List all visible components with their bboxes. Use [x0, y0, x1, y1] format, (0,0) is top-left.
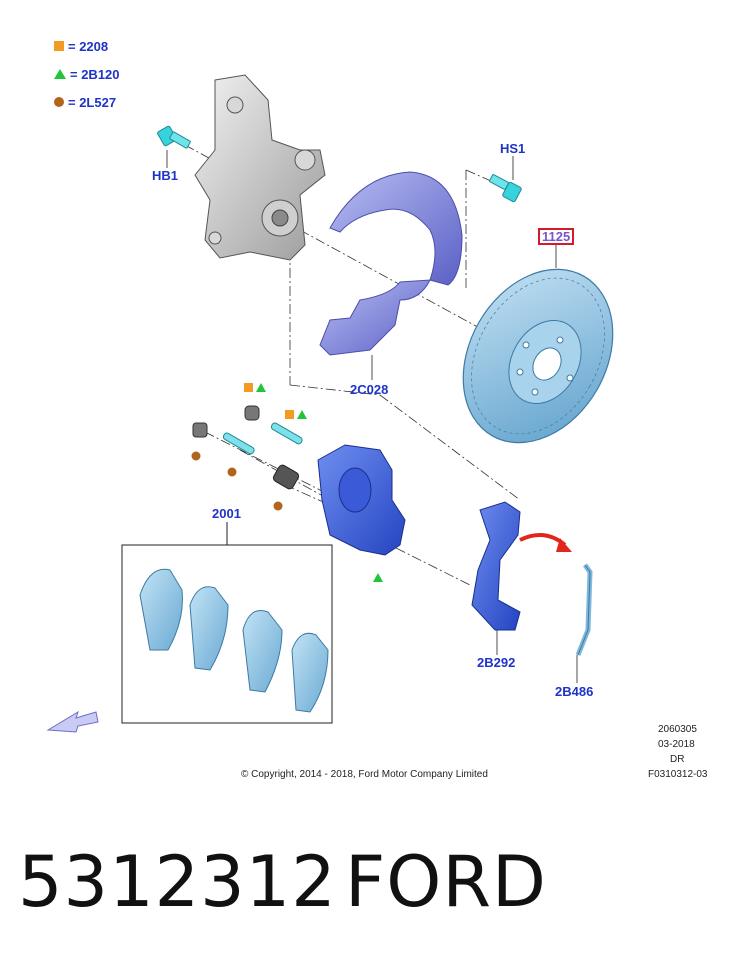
legend-item-2208: = 2208	[54, 38, 109, 54]
shield-bolt-hs1	[489, 174, 522, 203]
legend-text: = 2208	[68, 38, 109, 54]
diagram-date: 03-2018	[658, 739, 695, 750]
brown-circle-icon	[54, 97, 64, 107]
hub-bolt-hb1	[157, 125, 191, 149]
callout-hs1: HS1	[500, 141, 526, 156]
callout-leaders	[166, 150, 578, 683]
part-tag-symbols	[191, 383, 383, 582]
callout-hb1: HB1	[152, 168, 179, 183]
diagram-code-1: 2060305	[658, 724, 697, 735]
install-direction-arrow	[519, 533, 572, 552]
legend-text: = 2B120	[70, 66, 120, 82]
brand-name: FORD	[345, 841, 547, 923]
callout-2b292: 2B292	[477, 655, 516, 670]
part-number: 5312312	[18, 841, 337, 923]
legend-text: = 2L527	[68, 94, 117, 110]
caliper-bracket	[471, 501, 521, 631]
green-triangle-icon	[54, 69, 66, 79]
figure-number: F0310312-03	[648, 769, 708, 780]
callout-2c028: 2C028	[350, 382, 389, 397]
guide-pin-kit	[192, 405, 303, 490]
anti-rattle-clip	[575, 563, 593, 656]
splash-shield	[319, 171, 463, 356]
brake-pads	[139, 568, 329, 713]
orange-square-icon	[54, 41, 64, 51]
steering-knuckle	[194, 74, 326, 261]
copyright-text: © Copyright, 2014 - 2018, Ford Motor Com…	[241, 769, 488, 780]
brake-caliper	[317, 444, 406, 556]
callout-2001: 2001	[212, 506, 241, 521]
brake-rotor	[462, 268, 614, 444]
legend-item-2l527: = 2L527	[54, 94, 117, 110]
view-direction-arrow	[46, 710, 99, 733]
legend-item-2b120: = 2B120	[54, 66, 120, 82]
diagram-code-2: DR	[670, 754, 685, 765]
callout-1125: 1125	[538, 228, 575, 245]
callout-2b486: 2B486	[555, 684, 594, 699]
